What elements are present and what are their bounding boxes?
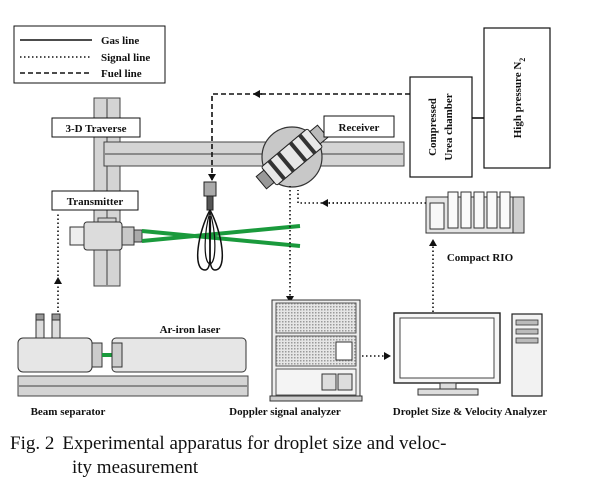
doppler-label: Doppler signal analyzer: [229, 406, 341, 418]
transmitter-label-box: Transmitter: [51, 190, 139, 211]
argon-laser: Ar-iron laser: [111, 324, 247, 373]
apparatus-diagram: Gas line Signal line Fuel line 3-D Trave…: [13, 25, 551, 418]
legend-gas-label: Gas line: [101, 35, 139, 47]
receiver-label: Receiver: [339, 122, 380, 134]
urea-chamber: Compressed Urea chamber: [409, 76, 473, 178]
receiver-label-box: Receiver: [323, 115, 395, 138]
compact-rio: Compact RIO: [425, 191, 525, 264]
figure-number: Fig. 2: [10, 433, 55, 454]
beam-separator-label: Beam separator: [31, 406, 106, 418]
laser-label: Ar-iron laser: [160, 324, 221, 336]
beam-separator: [17, 313, 103, 373]
transmitter-label: Transmitter: [67, 196, 124, 208]
injector-nozzle: [197, 181, 223, 271]
nitrogen-label: High pressure N2: [512, 58, 527, 139]
caption-line-1: Experimental apparatus for droplet size …: [62, 433, 447, 454]
urea-chamber-label-2: Urea chamber: [443, 93, 455, 160]
doppler-analyzer: Doppler signal analyzer: [229, 299, 363, 418]
signal-line-rio-receiver: [297, 190, 426, 204]
transmitter-probe: [69, 221, 143, 251]
legend: Gas line Signal line Fuel line: [13, 25, 166, 84]
figure-caption: Fig. 2 Experimental apparatus for droplet…: [10, 432, 585, 480]
caption-line-2: ity measurement: [72, 457, 199, 478]
nitrogen-tank: High pressure N2: [483, 27, 551, 169]
fuel-line: [208, 93, 410, 181]
traverse-label-box: 3-D Traverse: [51, 117, 141, 138]
legend-fuel-label: Fuel line: [101, 68, 142, 80]
receiver-probe: [255, 124, 329, 190]
droplet-analyzer-label: Droplet Size & Velocity Analyzer: [393, 406, 547, 418]
laser-beam-lower: [141, 224, 301, 243]
optical-bench: [17, 375, 249, 397]
compact-rio-label: Compact RIO: [447, 252, 514, 264]
droplet-analyzer-pc: Droplet Size & Velocity Analyzer: [393, 312, 547, 418]
legend-signal-label: Signal line: [101, 52, 150, 64]
traverse-label: 3-D Traverse: [66, 123, 127, 135]
traverse-frame: [93, 97, 405, 287]
urea-chamber-label-1: Compressed: [427, 98, 439, 156]
